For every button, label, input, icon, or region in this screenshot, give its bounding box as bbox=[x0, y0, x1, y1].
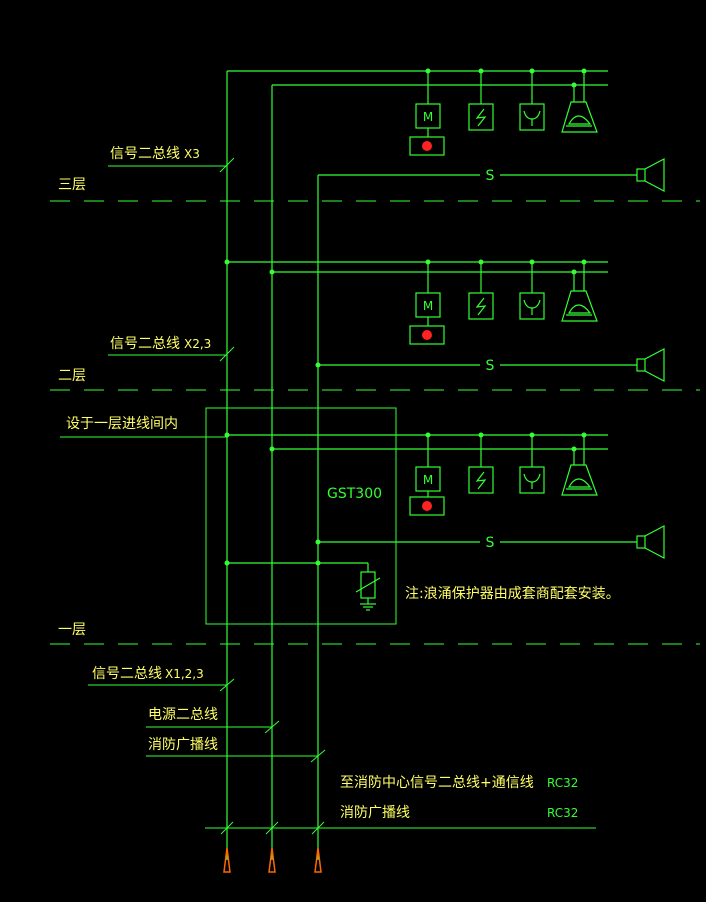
speaker-switch-symbol: S bbox=[486, 358, 495, 374]
protector-note: 注:浪涌保护器由成套商配套安装。 bbox=[405, 586, 620, 602]
speaker-icon bbox=[636, 348, 665, 382]
junction-dots bbox=[224, 68, 587, 566]
floor-1-devices: MS bbox=[409, 435, 665, 559]
floor-2-bus-label: 信号二总线 bbox=[110, 336, 180, 352]
feeder-row-1-conduit: RC32 bbox=[547, 776, 578, 790]
alarm-bell-icon bbox=[561, 101, 598, 133]
speaker-icon bbox=[636, 525, 665, 559]
module-symbol: M bbox=[423, 299, 433, 313]
speaker-switch-symbol: S bbox=[486, 168, 495, 184]
speaker-icon bbox=[636, 158, 665, 192]
surge-protector-icon bbox=[355, 571, 381, 611]
manual-call-point-icon bbox=[468, 292, 494, 320]
floor-1-bus bbox=[227, 434, 637, 572]
feeder-row-1-label: 至消防中心信号二总线+通信线 bbox=[340, 775, 534, 791]
module-symbol: M bbox=[423, 110, 433, 124]
indicator-lamp-icon bbox=[409, 136, 445, 156]
manual-call-point-icon bbox=[468, 466, 494, 494]
floor-2-bus bbox=[227, 261, 637, 366]
module-icon: M bbox=[415, 103, 441, 129]
manual-call-point-icon bbox=[468, 103, 494, 131]
floor-label-1: 一层 bbox=[58, 622, 86, 638]
indicator-lamp-icon bbox=[409, 496, 445, 516]
terminal-markers bbox=[223, 847, 322, 873]
incoming-signal-label: 信号二总线 bbox=[92, 666, 162, 682]
alarm-bell-icon bbox=[561, 464, 598, 496]
floor-label-2: 二层 bbox=[58, 368, 86, 384]
bus-label-leaders bbox=[60, 157, 326, 763]
indicator-lamp-icon bbox=[409, 325, 445, 345]
floor-2-bus-code: X2,3 bbox=[184, 337, 211, 351]
module-icon: M bbox=[415, 466, 441, 492]
floor-3-bus bbox=[227, 70, 637, 176]
room-note: 设于一层进线间内 bbox=[66, 416, 178, 432]
speaker-switch-symbol: S bbox=[486, 535, 495, 551]
floor-3-bus-label: 信号二总线 bbox=[110, 146, 180, 162]
smoke-detector-icon bbox=[519, 103, 545, 131]
smoke-detector-icon bbox=[519, 292, 545, 320]
smoke-detector-icon bbox=[519, 466, 545, 494]
terminal-icon bbox=[268, 847, 276, 873]
terminal-icon bbox=[223, 847, 231, 873]
floor-2-devices: MS bbox=[409, 262, 665, 382]
alarm-bell-icon bbox=[561, 290, 598, 322]
incoming-signal-code: X1,2,3 bbox=[165, 667, 204, 681]
module-icon: M bbox=[415, 292, 441, 318]
feeder-row-2-conduit: RC32 bbox=[547, 806, 578, 820]
equipment-room-box bbox=[205, 407, 397, 625]
vertical-risers bbox=[226, 71, 319, 860]
feeder-row-2-label: 消防广播线 bbox=[340, 805, 410, 821]
panel-label: GST300 bbox=[327, 486, 382, 502]
module-symbol: M bbox=[423, 473, 433, 487]
terminal-icon bbox=[314, 847, 322, 873]
feeder-lines bbox=[205, 821, 596, 835]
incoming-broadcast-label: 消防广播线 bbox=[148, 737, 218, 753]
floor-3-bus-code: X3 bbox=[184, 147, 200, 161]
floor-3-devices: MS bbox=[409, 71, 665, 192]
floor-label-3: 三层 bbox=[58, 177, 86, 193]
floor-separators bbox=[50, 200, 700, 645]
incoming-power-label: 电源二总线 bbox=[148, 707, 218, 723]
